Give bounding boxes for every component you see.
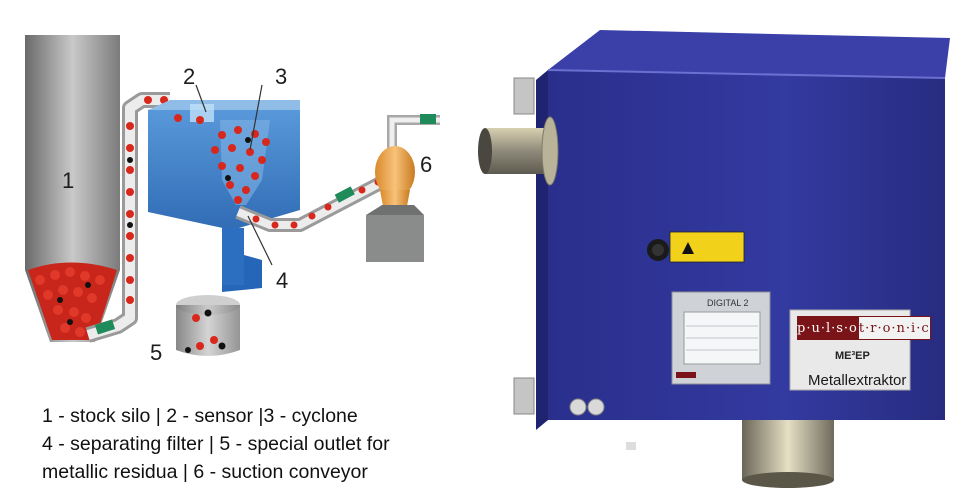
label-suction-conveyor: 6 [420,152,433,177]
legend-line: metallic residua | 6 - suction conveyor [42,461,368,483]
model-name: Metallextraktor [808,372,907,389]
special-outlet [176,295,240,356]
metal-extractor-cabinet [478,30,950,488]
product-logo: ME³EP [835,350,870,362]
screen-label: DIGITAL 2 [707,298,749,308]
label-special-outlet: 5 [150,340,163,365]
transport-pipe [85,92,170,343]
brand-part-2: t·r·o·n·i·c [857,316,931,340]
suction-conveyor [366,114,440,262]
legend-line: 1 - stock silo | 2 - sensor |3 - cyclone [42,405,358,427]
leader-lines [195,84,273,266]
label-sensor: 2 [183,64,196,89]
suction-pipe [235,171,394,232]
stock-silo [25,35,120,342]
brand-logo: p·u·l·s·o t·r·o·n·i·c [797,316,931,340]
legend-line: 4 - separating filter | 5 - special outl… [42,433,390,455]
brand-part-1: p·u·l·s·o [797,316,858,340]
label-cyclone: 3 [275,64,288,89]
label-stock-silo: 1 [62,168,75,193]
legend: 1 - stock silo | 2 - sensor |3 - cyclone… [42,402,482,486]
label-separating-filter: 4 [276,268,289,293]
cyclone [174,114,270,205]
